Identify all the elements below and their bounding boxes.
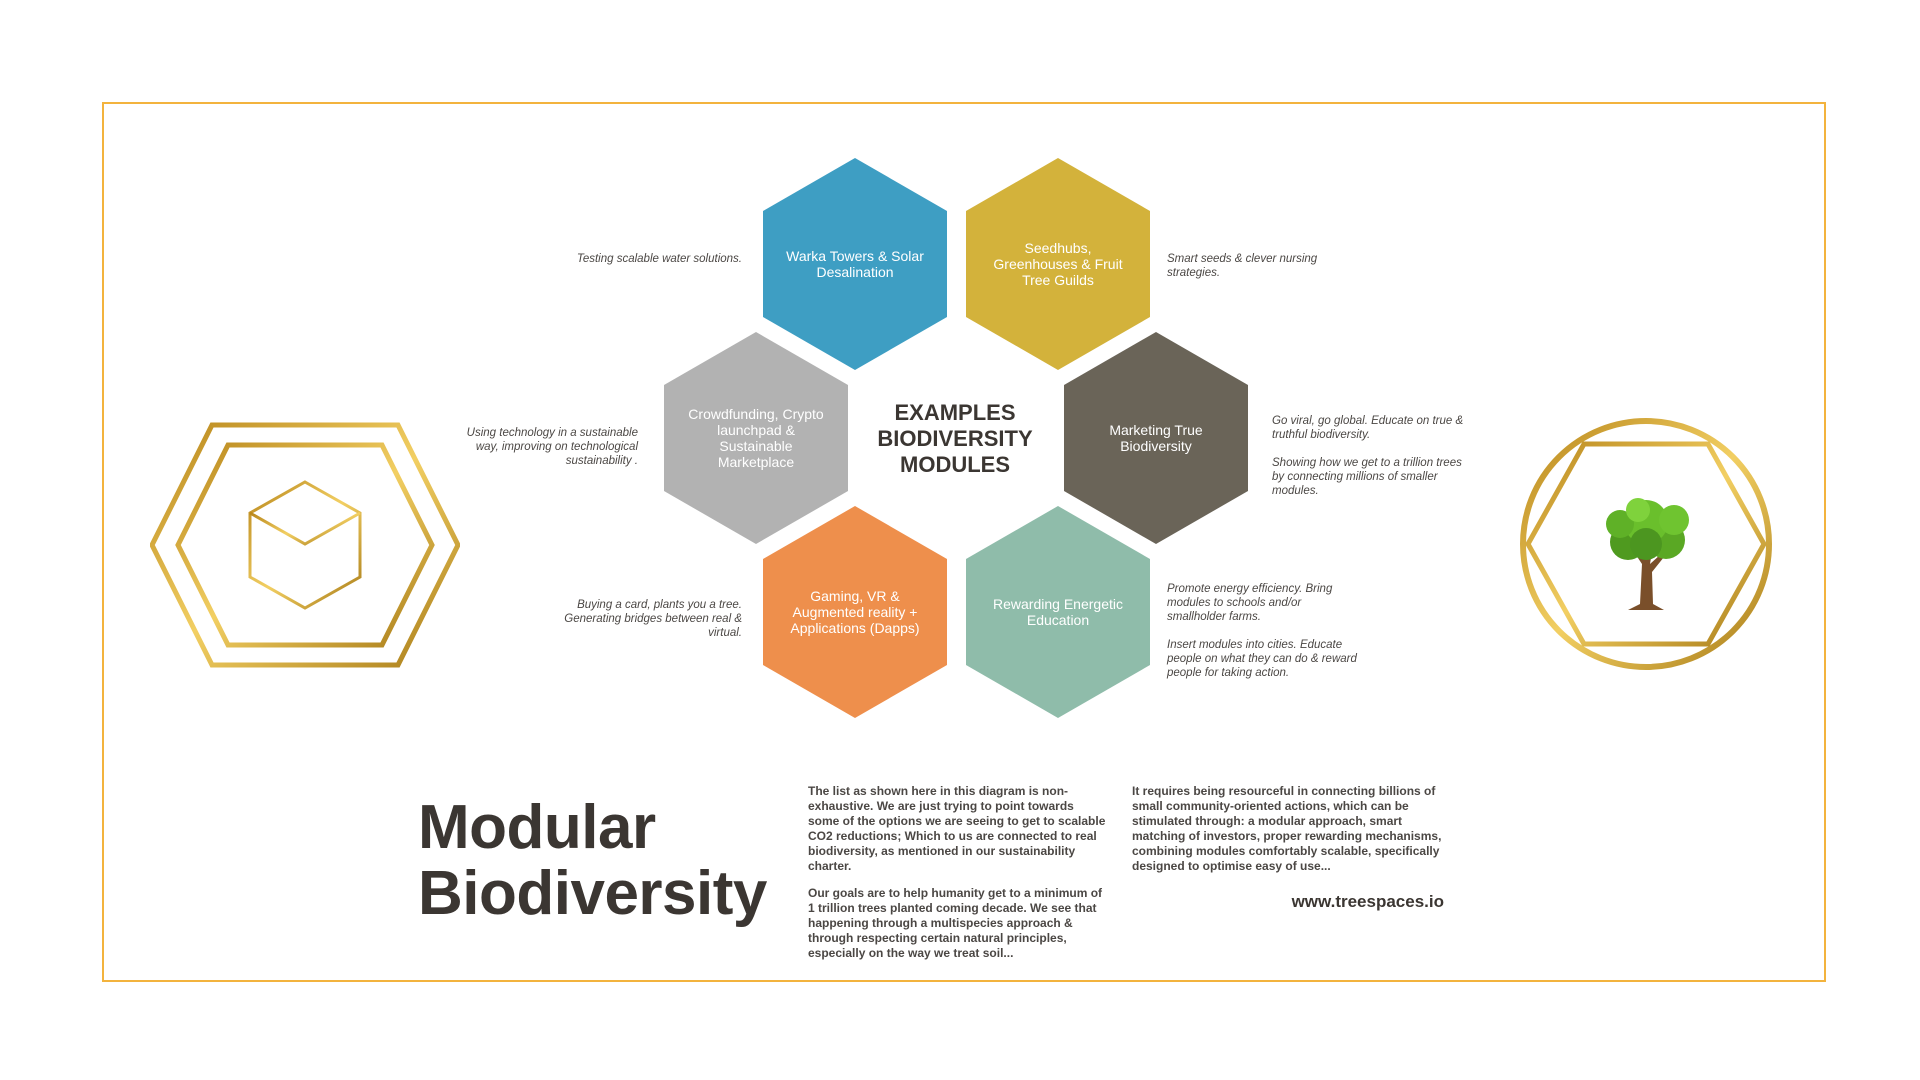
note-marketing: Go viral, go global. Educate on true & t… [1272, 414, 1464, 498]
center-title-line: BIODIVERSITY [877, 426, 1033, 451]
note-text: Buying a card, plants you a tree. Genera… [564, 599, 742, 639]
note-text: Insert modules into cities. Educate peop… [1167, 639, 1357, 679]
center-title: EXAMPLES BIODIVERSITY MODULES [870, 400, 1040, 478]
note-text: Go viral, go global. Educate on true & t… [1272, 415, 1464, 441]
note-text: Promote energy efficiency. Bring modules… [1167, 583, 1333, 623]
module-label: Marketing True Biodiversity [1109, 422, 1203, 454]
note-water: Testing scalable water solutions. [540, 252, 742, 266]
gold-circle-hexagon-tree-icon [1520, 418, 1772, 670]
note-crowdfunding: Using technology in a sustainable way, i… [448, 426, 638, 468]
body-paragraph: The list as shown here in this diagram i… [808, 784, 1106, 873]
page-title: Modular Biodiversity [418, 795, 767, 927]
center-title-line: MODULES [900, 452, 1010, 477]
website-link[interactable]: www.treespaces.io [1291, 892, 1444, 911]
title-line: Biodiversity [418, 859, 767, 928]
center-title-line: EXAMPLES [894, 400, 1016, 425]
note-text: Showing how we get to a trillion trees b… [1272, 457, 1462, 497]
page-frame [102, 102, 1826, 982]
note-text: Smart seeds & clever nursing strategies. [1167, 253, 1318, 279]
body-text-left: The list as shown here in this diagram i… [808, 784, 1108, 961]
module-hex-crowdfunding: Crowdfunding, Crypto launchpad & Sustain… [664, 332, 848, 544]
note-gaming: Buying a card, plants you a tree. Genera… [556, 598, 742, 640]
module-label: Seedhubs, Greenhouses & Fruit Tree Guild… [993, 240, 1123, 288]
body-paragraph: Our goals are to help humanity get to a … [808, 886, 1103, 960]
note-text: Using technology in a sustainable way, i… [466, 427, 638, 467]
note-text: Testing scalable water solutions. [576, 253, 742, 265]
note-seeds: Smart seeds & clever nursing strategies. [1167, 252, 1337, 280]
body-paragraph: It requires being resourceful in connect… [1132, 784, 1442, 873]
gold-hexagon-cube-icon [150, 422, 460, 668]
module-label: Rewarding Energetic Education [993, 596, 1123, 628]
module-label: Crowdfunding, Crypto launchpad & Sustain… [688, 406, 824, 470]
note-education: Promote energy efficiency. Bring modules… [1167, 582, 1359, 680]
module-hex-water: Warka Towers & Solar Desalination [763, 158, 947, 370]
module-label: Gaming, VR & Augmented reality + Applica… [790, 588, 920, 636]
module-label: Warka Towers & Solar Desalination [786, 248, 924, 280]
title-line: Modular [418, 793, 656, 862]
body-text-right: It requires being resourceful in connect… [1132, 784, 1452, 874]
